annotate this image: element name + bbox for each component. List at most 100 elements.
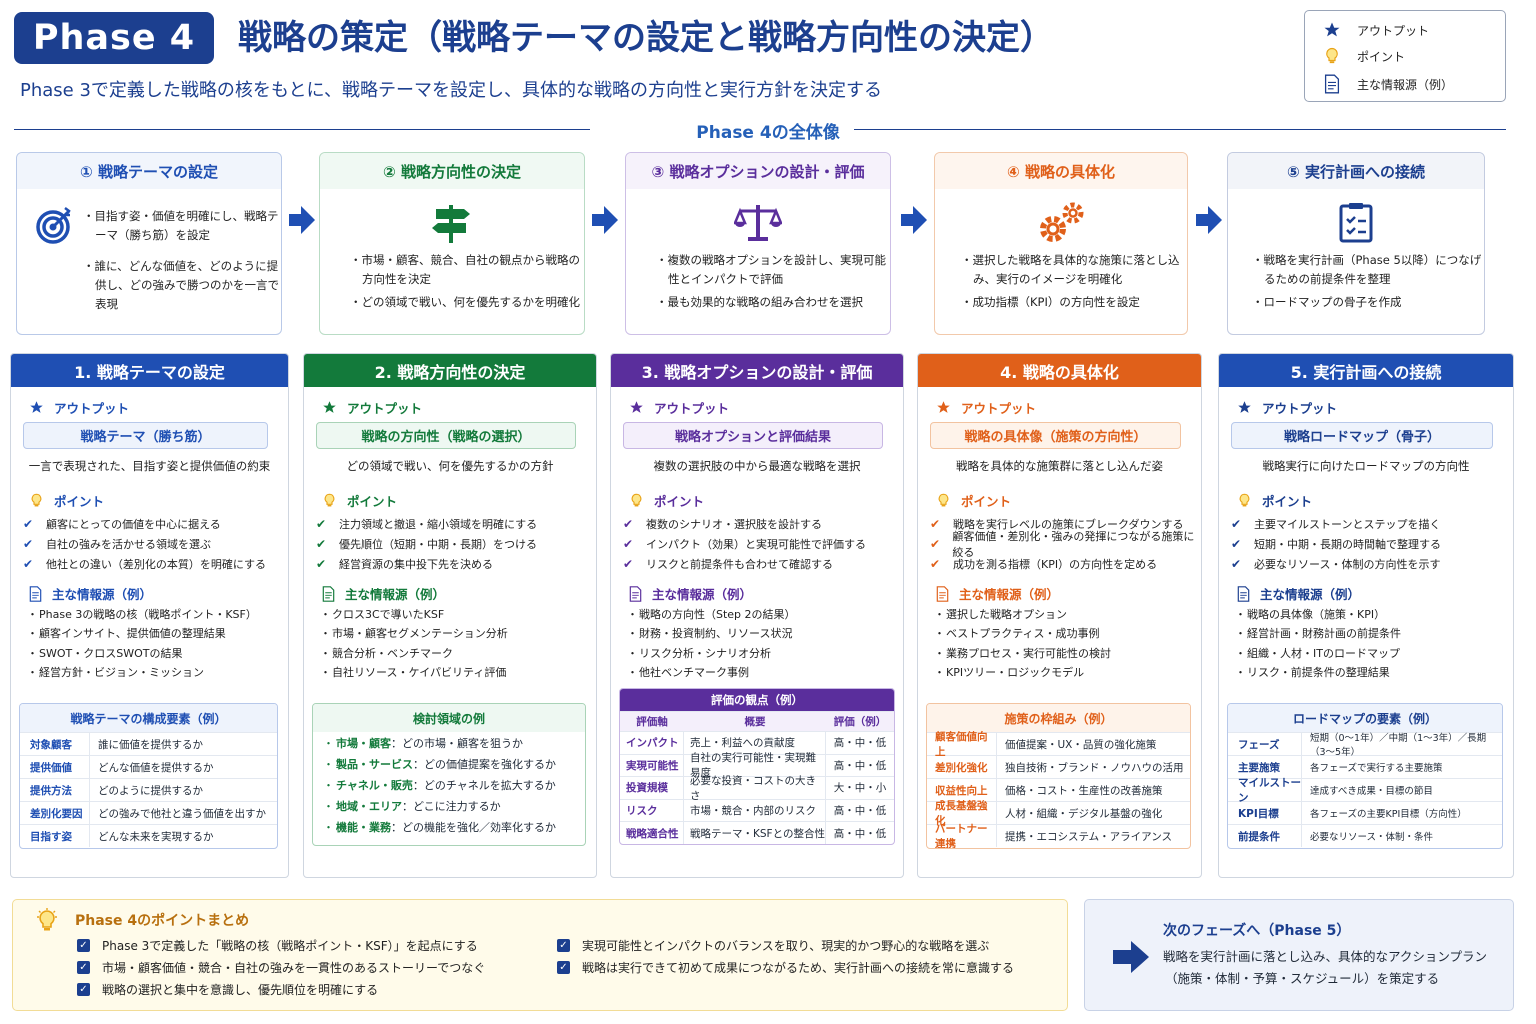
point-item: ✔経営資源の集中投下先を決める	[316, 557, 493, 571]
point-label: ポイント	[1237, 491, 1312, 510]
check-icon: ✔	[1231, 537, 1242, 551]
target-icon	[35, 205, 75, 249]
overview-step-3-bullet-1: ・複数の戦略オプションを設計し、実現可能性とインパクトで評価	[656, 253, 886, 286]
output-description: 戦略を具体的な施策群に落とし込んだ姿	[956, 459, 1163, 473]
lightbulb-icon	[936, 492, 951, 509]
source-list: 戦略の方向性（Step 2の結果）財務・投資制約、リソース状況リスク分析・シナリ…	[627, 604, 796, 682]
source-item: 選択した戦略オプション	[934, 604, 1111, 624]
check-icon: ✔	[930, 517, 941, 531]
star-icon	[1237, 400, 1252, 415]
overview-title: Phase 4の全体像	[0, 118, 1536, 143]
overview-step-4-bullet-2: ・成功指標（KPI）の方向性を設定	[961, 295, 1140, 309]
legend-output: アウトプット	[1321, 19, 1429, 41]
table-row: フェーズ 短期（0〜1年）／中期（1〜3年）／長期（3〜5年）	[1228, 732, 1502, 758]
overview-step-3-bullet-2: ・最も効果的な戦略の組み合わせを選択	[656, 295, 863, 309]
legend: アウトプット ポイント 主な情報源（例）	[1304, 10, 1506, 102]
point-item: ✔他社との違い（差別化の本質）を明確にする	[23, 557, 266, 571]
output-description: 複数の選択肢の中から最適な戦略を選択	[653, 459, 861, 473]
star-icon	[936, 400, 951, 415]
point-item: ✔戦略を実行レベルの施策にブレークダウンする	[930, 517, 1184, 531]
phase-badge: Phase 4	[14, 12, 214, 64]
overview-step-2-bullet-1: ・市場・顧客、競合、自社の観点から戦略の方向性を決定	[350, 253, 580, 286]
source-item: 経営計画・財務計画の前提条件	[1235, 624, 1401, 644]
element-table: ロードマップの要素（例） フェーズ 短期（0〜1年）／中期（1〜3年）／長期（3…	[1227, 703, 1503, 849]
source-item: KPIツリー・ロジックモデル	[934, 663, 1111, 683]
table-row: 差別化強化 独自技術・ブランド・ノウハウの活用	[927, 755, 1190, 778]
check-icon: ✔	[316, 557, 327, 571]
arrow-right-icon	[1196, 206, 1222, 234]
point-label: ポイント	[936, 491, 1011, 510]
star-icon	[629, 400, 644, 415]
element-table: 戦略テーマの構成要素（例） 対象顧客 誰に価値を提供するか 提供価値 どんな価値…	[19, 703, 278, 849]
document-icon	[1237, 585, 1250, 602]
output-label: アウトプット	[29, 398, 129, 417]
source-item: 市場・顧客セグメンテーション分析	[320, 624, 508, 644]
column-step-3: 3. 戦略オプションの設計・評価 アウトプット 戦略オプションと評価結果 複数の…	[610, 353, 904, 878]
arrow-right-icon	[901, 206, 927, 234]
table-row: KPI目標 各フェーズの主要KPI目標（方向性）	[1228, 801, 1502, 824]
page-title: 戦略の策定（戦略テーマの設定と戦略方向性の決定）	[238, 18, 1054, 58]
list-item: ・チャネル・販売：どのチャネルを拡大するか	[323, 778, 556, 792]
arrow-right-icon	[592, 206, 618, 234]
element-table: 施策の枠組み（例） 顧客価値向上 価値提案・UX・品質の強化施策 差別化強化 独…	[926, 703, 1191, 849]
check-icon: ✔	[930, 557, 941, 571]
source-list: クロス3Cで導いたKSF市場・顧客セグメンテーション分析競合分析・ベンチマーク自…	[320, 604, 508, 682]
source-item: 組織・人材・ITのロードマップ	[1235, 643, 1401, 663]
output-label: アウトプット	[629, 398, 729, 417]
table-row: 収益性向上 価格・コスト・生産性の改善施策	[927, 778, 1190, 801]
table-row: 投資規模 必要な投資・コストの大きさ 大・中・小	[620, 775, 894, 802]
overview-step-2: ② 戦略方向性の決定 ・市場・顧客、競合、自社の観点から戦略の方向性を決定 ・ど…	[319, 152, 585, 335]
lightbulb-icon	[1321, 45, 1343, 67]
check-icon: ✔	[1231, 517, 1242, 531]
source-item: 他社ベンチマーク事例	[627, 663, 796, 683]
checkbox-icon: ✓	[77, 961, 90, 974]
output-box: 戦略テーマ（勝ち筋）	[23, 422, 268, 449]
checkbox-icon: ✓	[77, 983, 90, 996]
source-item: ベストプラクティス・成功事例	[934, 624, 1111, 644]
checkbox-icon: ✓	[557, 961, 570, 974]
output-description: 一言で表現された、目指す姿と提供価値の約束	[28, 459, 271, 473]
table-row: マイルストーン 達成すべき成果・目標の節目	[1228, 777, 1502, 804]
legend-point: ポイント	[1321, 45, 1405, 67]
arrow-right-icon	[1113, 941, 1149, 973]
check-icon: ✔	[623, 517, 634, 531]
point-list: ✔主要マイルストーンとステップを描く✔短期・中期・長期の時間軸で整理する✔必要な…	[1231, 514, 1441, 574]
check-icon: ✔	[316, 537, 327, 551]
column-step-4: 4. 戦略の具体化 アウトプット 戦略の具体像（施策の方向性） 戦略を具体的な施…	[917, 353, 1202, 878]
check-icon: ✔	[23, 537, 34, 551]
column-title: 3. 戦略オプションの設計・評価	[611, 354, 903, 387]
point-item: ✔リスクと前提条件も合わせて確認する	[623, 557, 833, 571]
point-item: ✔成功を測る指標（KPI）の方向性を定める	[930, 557, 1158, 571]
element-table-title: 施策の枠組み（例）	[927, 704, 1190, 732]
signpost-icon	[428, 201, 474, 247]
checklist-icon	[1338, 201, 1374, 247]
source-item: Phase 3の戦略の核（戦略ポイント・KSF）	[27, 604, 257, 624]
column-title: 1. 戦略テーマの設定	[11, 354, 288, 387]
point-list: ✔顧客にとっての価値を中心に据える✔自社の強みを活かせる領域を選ぶ✔他社との違い…	[23, 514, 266, 574]
source-label: 主な情報源（例）	[29, 584, 152, 603]
overview-step-1: ① 戦略テーマの設定 ・目指す姿・価値を明確にし、戦略テーマ（勝ち筋）を設定 ・…	[16, 152, 282, 335]
table-row: 前提条件 必要なリソース・体制・条件	[1228, 824, 1502, 847]
source-item: 戦略の方向性（Step 2の結果）	[627, 604, 796, 624]
column-step-2: 2. 戦略方向性の決定 アウトプット 戦略の方向性（戦略の選択） どの領域で戦い…	[303, 353, 597, 878]
source-item: 業務プロセス・実行可能性の検討	[934, 643, 1111, 663]
point-list: ✔戦略を実行レベルの施策にブレークダウンする✔顧客価値・差別化・強みの発揮につな…	[930, 514, 1201, 574]
evaluation-table: 評価の観点（例） 評価軸概要評価（例） インパクト 売上・利益への貢献度 高・中…	[619, 688, 895, 845]
output-box: 戦略の具体像（施策の方向性）	[930, 422, 1181, 449]
evaluation-table-title: 評価の観点（例）	[620, 689, 894, 711]
overview-step-4-bullet-1: ・選択した戦略を具体的な施策に落とし込み、実行のイメージを明確化	[961, 253, 1180, 286]
point-item: ✔短期・中期・長期の時間軸で整理する	[1231, 537, 1441, 551]
checkbox-icon: ✓	[557, 939, 570, 952]
overview-step-5-bullet-1: ・戦略を実行計画（Phase 5以降）につなげるための前提条件を整理	[1252, 253, 1482, 286]
list-item: ・市場・顧客：どの市場・顧客を狙うか	[323, 736, 523, 750]
output-label: アウトプット	[936, 398, 1036, 417]
summary-item-4: ✓実現可能性とインパクトのバランスを取り、現実的かつ野心的な戦略を選ぶ	[557, 937, 989, 954]
table-row: 主要施策 各フェーズで実行する主要施策	[1228, 755, 1502, 778]
next-phase-box: 次のフェーズへ（Phase 5） 戦略を実行計画に落とし込み、具体的なアクション…	[1084, 899, 1514, 1011]
lightbulb-icon	[629, 492, 644, 509]
point-label: ポイント	[29, 491, 104, 510]
source-item: 経営方針・ビジョン・ミッション	[27, 663, 257, 683]
point-item: ✔必要なリソース・体制の方向性を示す	[1231, 557, 1441, 571]
document-icon	[1321, 73, 1343, 95]
scale-icon	[733, 201, 783, 247]
